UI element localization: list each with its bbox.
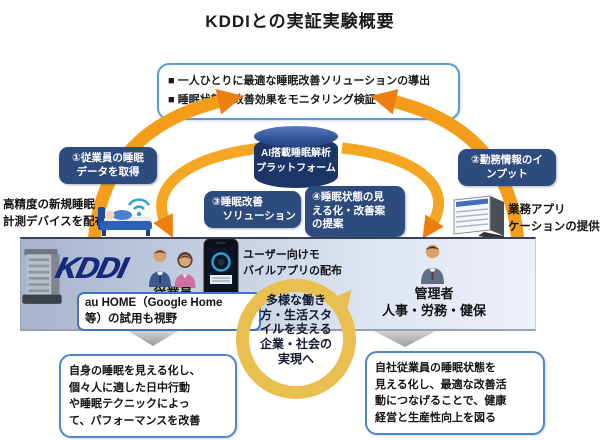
manager-icon [421,244,444,284]
goal-bullet-1: ■ 一人ひとりに最適な睡眠改善ソリューションの導出 [168,75,431,87]
bed-with-wifi-icon [98,198,152,236]
step2-work-info-label: ②勤務情報のイ ンプット [458,149,556,187]
arrow-down-right-icon [341,142,445,239]
mobile-app-note: ユーザー向けモ バイルアプリの配布 [243,249,342,277]
employee-man-icon [149,249,171,287]
employee-outcome-box: 自身の睡眠を見える化し、 個々人に適した日中行動 や睡眠テクニックによっ て、パ… [59,354,237,438]
manager-sub-label: 人事・労務・健保 [381,303,486,318]
ai-platform-label: AI搭載睡眠解析 プラットフォーム [256,148,336,174]
business-app-note: 業務アプリ ケーションの提供 [508,204,600,233]
manager-label: 管理者 [414,286,454,301]
sleep-device-note: 高精度の新規睡眠 計測デバイスを配布 [3,199,107,228]
database-cylinder-top-icon [254,126,338,147]
step1-sleep-data-label: ①従業員の睡眠 データを取得 [59,147,157,185]
vision-statement: 多様な働き 方・生活スタ イルを支える 企業・社会の 実現へ [259,293,332,366]
ai-platform-cylinder: AI搭載睡眠解析 プラットフォーム [254,126,338,190]
smartphone-icon [203,238,239,300]
page-title: KDDIとの実証実験概要 [205,12,395,31]
arrow-down-left-icon [153,142,263,238]
building-icon [22,249,62,304]
step3-solution-label: ③睡眠改善 ソリューション [204,191,301,229]
step4-visualization-label: ④睡眠状態の見 える化・改善案 の提案 [305,186,405,237]
company-outcome-box: 自社従業員の睡眠状態を 見える化し、最適な改善活 動につなげることで、健康 経営… [365,351,545,435]
kddi-logo: KDDI [52,252,130,285]
employee-woman-icon [174,252,196,288]
au-home-note-box: au HOME（Google Home 等）の試用も視野 [77,292,261,332]
monitor-spreadsheet-icon [453,195,504,240]
